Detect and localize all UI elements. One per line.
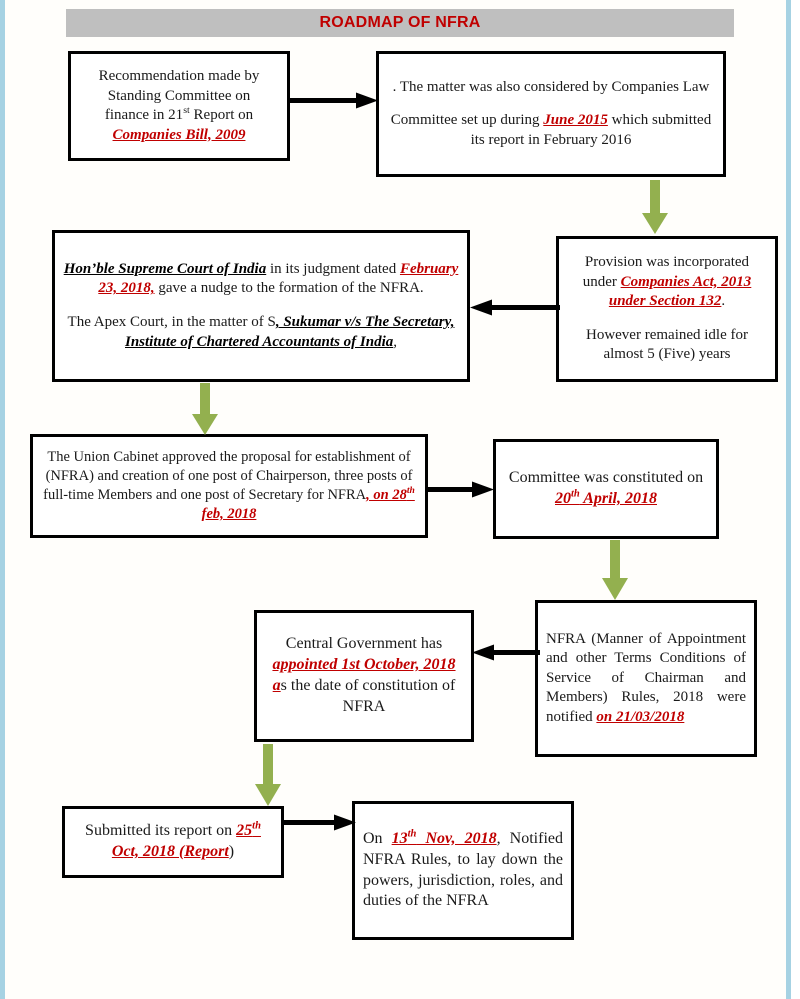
page-title: ROADMAP OF NFRA (319, 14, 481, 31)
highlight-june-2015: June 2015 (543, 112, 608, 129)
ordinal-suffix-th: th (407, 828, 417, 840)
roadmap-banner: ROADMAP OF NFRA (66, 9, 734, 37)
nfra-rules-text: NFRA (Manner of Appointment and other Te… (546, 630, 746, 725)
arrow-supreme-court-to-union-cabinet (190, 383, 220, 437)
node-central-government: Central Government has appointed 1st Oct… (254, 610, 474, 742)
arrow-central-government-to-submitted-report (253, 744, 283, 808)
central-government-text: Central Government has appointed 1st Oct… (272, 635, 456, 715)
arrow-submitted-report-to-notified-rules (282, 810, 358, 836)
node-companies-law: . The matter was also considered by Comp… (376, 51, 726, 177)
node-notified-rules: On 13th Nov, 2018, Notified NFRA Rules, … (352, 801, 574, 940)
node-committee-constituted: Committee was constituted on 20th April,… (493, 439, 719, 539)
union-cabinet-text: The Union Cabinet approved the proposal … (43, 449, 415, 522)
page-edge-left (0, 0, 5, 999)
highlight-appointed-1st-october-2018: appointed 1st October, 2018 a (272, 656, 456, 694)
node-supreme-court: Hon’ble Supreme Court of India in its ju… (52, 230, 470, 382)
ordinal-suffix-th: th (252, 820, 261, 832)
node-nfra-rules: NFRA (Manner of Appointment and other Te… (535, 600, 757, 757)
highlight-february-23-2018: February 23, 2018, (98, 260, 459, 297)
ordinal-suffix-th: th (571, 488, 580, 500)
ordinal-suffix-st: st (183, 105, 190, 116)
companies-law-text-1: . The matter was also considered by Comp… (392, 78, 710, 95)
node-union-cabinet: The Union Cabinet approved the proposal … (30, 434, 428, 538)
highlight-honble-supreme-court: Hon’ble Supreme Court of India (63, 260, 267, 277)
arrow-recommendation-to-companies-law (288, 88, 380, 114)
highlight-25-oct-2018-report: 25th Oct, 2018 (Report (111, 820, 261, 860)
submitted-report-text: Submitted its report on 25th Oct, 2018 (… (85, 820, 261, 860)
highlight-on-21-03-2018: on 21/03/2018 (596, 708, 685, 725)
highlight-20-april-2018: 20th April, 2018 (555, 488, 657, 507)
committee-constituted-text: Committee was constituted on 20th April,… (508, 469, 704, 507)
node-submitted-report: Submitted its report on 25th Oct, 2018 (… (62, 806, 284, 878)
highlight-sukumar-case: , Sukumar v/s The Secretary, Institute o… (125, 314, 455, 350)
highlight-companies-bill-2009: Companies Bill, 2009 (112, 126, 246, 143)
arrow-union-cabinet-to-committee (426, 477, 496, 503)
arrow-companies-law-to-provision (640, 180, 670, 236)
highlight-13-nov-2018: 13th Nov, 2018 (391, 828, 497, 847)
provision-text-2: However remained idle for almost 5 (Five… (585, 326, 748, 363)
page-edge-right-pad (791, 0, 800, 999)
arrow-committee-to-nfra-rules (600, 540, 630, 602)
arrow-provision-to-supreme-court (468, 295, 560, 321)
supreme-court-text-1: Hon’ble Supreme Court of India in its ju… (63, 260, 459, 297)
ordinal-suffix-th: th (406, 485, 415, 497)
notified-rules-text: On 13th Nov, 2018, Notified NFRA Rules, … (363, 828, 563, 910)
page-edge-right (786, 0, 791, 999)
arrow-nfra-rules-to-central-government (470, 640, 540, 666)
recommendation-text: Recommendation made by Standing Committe… (98, 68, 260, 143)
provision-text-1: Provision was incorporated under Compani… (582, 254, 752, 310)
highlight-companies-act-2013-s132: Companies Act, 2013 under Section 132 (608, 273, 752, 310)
node-provision: Provision was incorporated under Compani… (556, 236, 778, 382)
node-recommendation: Recommendation made by Standing Committe… (68, 51, 290, 161)
companies-law-text-2: Committee set up during June 2015 which … (390, 112, 712, 148)
supreme-court-text-2: The Apex Court, in the matter of S, Suku… (67, 314, 455, 350)
highlight-28-feb-2018: , on 28th feb, 2018 (201, 485, 415, 522)
